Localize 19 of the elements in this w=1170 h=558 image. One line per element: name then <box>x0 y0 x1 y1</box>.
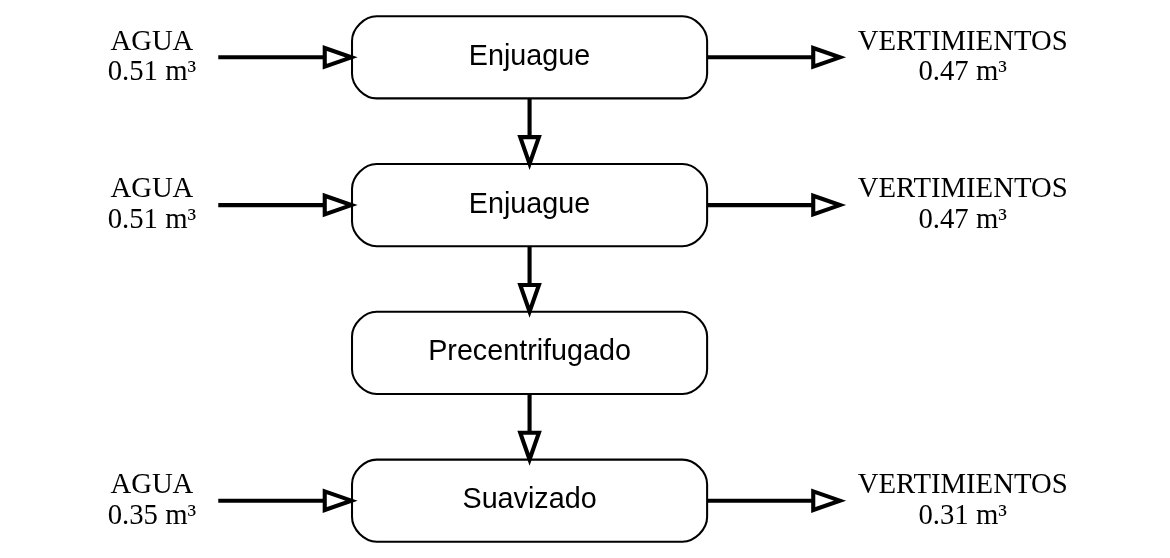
arrow <box>706 45 846 70</box>
arrow <box>516 246 542 318</box>
arrow <box>516 98 542 171</box>
arrow <box>217 45 358 70</box>
arrow <box>217 192 358 218</box>
node-text: VERTIMIENTOS 0.47 m³ <box>857 171 1068 235</box>
node-box: Suavizado <box>350 458 708 543</box>
node-text: VERTIMIENTOS 0.31 m³ <box>857 466 1068 530</box>
arrow <box>217 488 358 513</box>
node-text: AGUA 0.51 m³ <box>107 171 196 235</box>
arrow <box>516 394 542 466</box>
node-box: Enjuague <box>350 15 708 100</box>
node-box: Enjuague <box>350 163 708 248</box>
node-text: VERTIMIENTOS 0.47 m³ <box>857 23 1068 87</box>
arrow <box>706 488 846 513</box>
node-text: AGUA 0.51 m³ <box>107 23 196 87</box>
arrow <box>706 192 846 218</box>
node-box: Precentrifugado <box>350 310 708 395</box>
node-text: AGUA 0.35 m³ <box>107 466 196 530</box>
